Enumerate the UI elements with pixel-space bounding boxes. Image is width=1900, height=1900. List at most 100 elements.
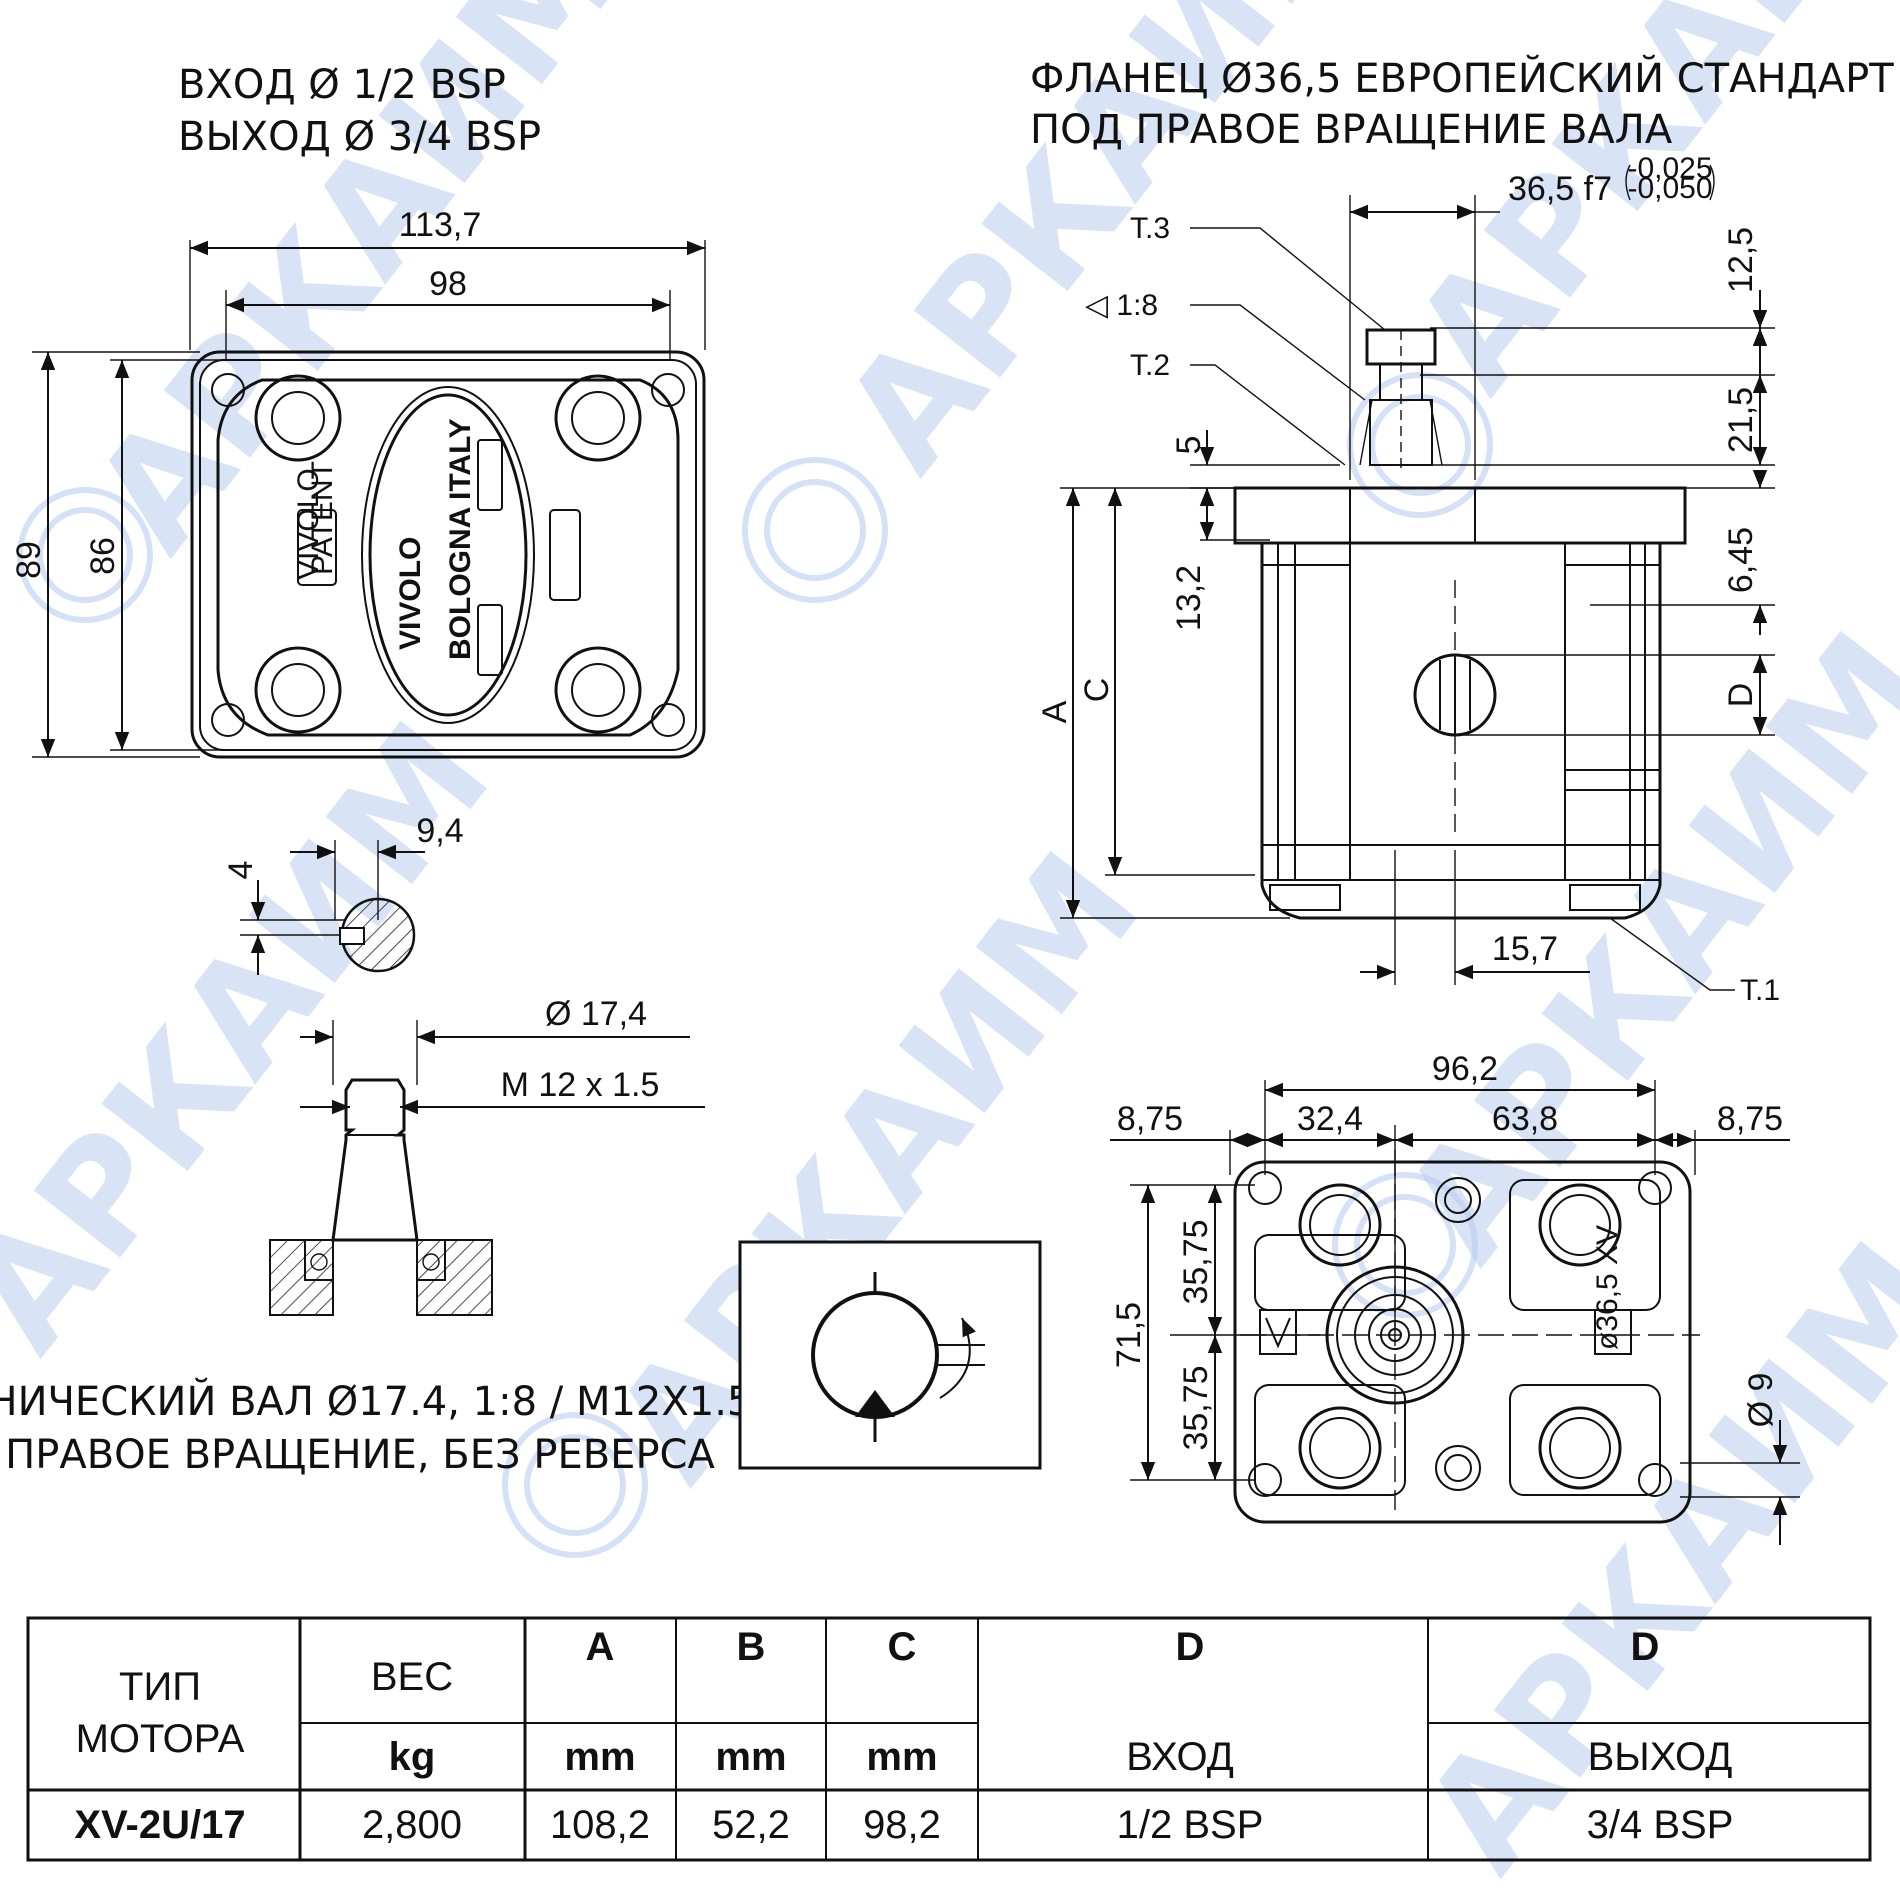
front-plate-left [1259, 1309, 1297, 1355]
label-d: D [1722, 683, 1760, 708]
dim-height-inner: 86 [84, 537, 122, 575]
front-bolts [1298, 1183, 1622, 1490]
flow-triangle [855, 1390, 895, 1417]
top-view: 113,7 98 89 86 VIVOLO BOLOGNA ITALY VI [10, 206, 706, 759]
dim-35-75-top: 35,75 [1177, 1219, 1215, 1304]
front-plate-text: ø36,5 XV [1591, 1225, 1624, 1350]
dim-5: 5 [1170, 436, 1208, 455]
dim-6-45: 6,45 [1722, 527, 1760, 593]
shaft-note-line2: ПРАВОЕ ВРАЩЕНИЕ, БЕЗ РЕВЕРСА [5, 1432, 715, 1478]
front-plate-right [1594, 1309, 1632, 1355]
unit-d-out: ВЫХОД [1588, 1735, 1733, 1779]
watermark-logo-inner [37, 507, 133, 603]
watermark-logo [1332, 1172, 1478, 1318]
dim-63-8: 63,8 [1492, 1100, 1558, 1138]
dim-71-5: 71,5 [1110, 1302, 1148, 1368]
header-b: B [737, 1625, 766, 1669]
label-t2: T.2 [1130, 349, 1170, 382]
pump-body-outline [216, 378, 680, 737]
unit-c: mm [866, 1735, 937, 1779]
dim-35-75-bottom: 35,75 [1177, 1365, 1215, 1450]
dim-21-5: 21,5 [1722, 387, 1760, 453]
header-type-line2: МОТОРА [76, 1717, 245, 1761]
dim-key-width: 9,4 [416, 812, 463, 850]
cell-weight: 2,800 [362, 1803, 462, 1847]
motor-body [1260, 543, 1662, 920]
side-view: 36,5 f7 -0,025 -0,050 T.3 ◁ 1:8 T.2 12,5… [1036, 152, 1780, 1007]
shaft-note-line1: КОНИЧЕСКИЙ ВАЛ Ø17.4, 1:8 / M12X1.5 [0, 1377, 752, 1425]
tolerance-upper: -0,025 [1627, 152, 1712, 185]
unit-b: mm [715, 1735, 786, 1779]
dim-96-2: 96,2 [1432, 1050, 1498, 1088]
brand-logo: VIVOLO [394, 537, 427, 650]
dim-15-7: 15,7 [1492, 930, 1558, 968]
label-t1: T.1 [1740, 974, 1780, 1007]
brand-country: ITALY [444, 418, 477, 500]
front-view: 96,2 8,75 32,4 63,8 8,75 71,5 35,75 35,7… [1110, 1050, 1800, 1545]
dim-13-2: 13,2 [1170, 565, 1208, 631]
unit-d-in: ВХОД [1126, 1735, 1234, 1779]
shaft-view: Ø 17,4 M 12 x 1.5 [269, 995, 705, 1316]
cell-type: XV-2U/17 [74, 1803, 245, 1847]
spec-table: ТИП МОТОРА ВЕС A B C D D kg mm mm mm ВХО… [26, 1616, 1872, 1862]
flange-note-line1: ФЛАНЕЦ Ø36,5 ЕВРОПЕЙСКИЙ СТАНДАРТ [1030, 54, 1894, 102]
mounting-hole [651, 703, 685, 737]
dim-8-75-right: 8,75 [1717, 1100, 1783, 1138]
cell-b: 52,2 [712, 1803, 790, 1847]
dim-8-75-left: 8,75 [1117, 1100, 1183, 1138]
dim-height-outer: 89 [10, 541, 48, 579]
mounting-hole [1248, 1171, 1282, 1205]
direction-plate [549, 509, 581, 601]
ports-note-line1: ВХОД Ø 1/2 BSP [178, 62, 506, 108]
tolerance-lower: -0,050 [1627, 172, 1712, 205]
dim-width-outer: 113,7 [399, 206, 482, 244]
leader-t1 [1609, 917, 1735, 991]
watermark-logo-inner [1369, 394, 1471, 496]
dim-shaft-diameter: Ø 17,4 [545, 995, 647, 1033]
watermark-logo [17, 487, 153, 623]
watermark-logo-inner [764, 479, 866, 581]
front-flange [1233, 1160, 1692, 1524]
mounting-flange-outline [190, 350, 706, 759]
hydraulic-motor-symbol [738, 1240, 1042, 1470]
cell-c: 98,2 [863, 1803, 941, 1847]
key-slot [339, 927, 365, 945]
patent-brand: VIVOLO [292, 468, 325, 580]
mounting-hole [1248, 1463, 1282, 1497]
dim-thread: M 12 x 1.5 [501, 1066, 660, 1104]
symbol-frame [738, 1240, 1042, 1470]
watermark-logo [502, 1412, 648, 1558]
dim-width-inner: 98 [429, 265, 467, 303]
cell-a: 108,2 [550, 1803, 650, 1847]
dim-flange-fit: 36,5 f7 [1508, 170, 1612, 208]
unit-weight: kg [389, 1735, 436, 1779]
dim-hole: Ø 9 [1742, 1373, 1780, 1428]
watermark-text: АРКАИМ [1391, 1212, 1900, 1900]
cell-d-in: 1/2 BSP [1117, 1803, 1264, 1847]
header-d-out: D [1631, 1625, 1660, 1669]
patent-label: PATENT [306, 461, 339, 575]
header-a: A [586, 1625, 615, 1669]
label-c: C [1078, 678, 1116, 703]
mounting-hole [1638, 1171, 1672, 1205]
mounting-flange [1233, 486, 1687, 545]
cell-d-out: 3/4 BSP [1587, 1803, 1734, 1847]
header-d-in: D [1176, 1625, 1205, 1669]
key-view: 4 9,4 [222, 812, 464, 975]
watermark-logo-inner [524, 1434, 626, 1536]
ports-note-line2: ВЫХОД Ø 3/4 BSP [178, 114, 541, 160]
brand-city: BOLOGNA [444, 507, 477, 660]
unit-a: mm [564, 1735, 635, 1779]
dim-32-4: 32,4 [1297, 1100, 1363, 1138]
watermark-logo [742, 457, 888, 603]
bolt-heads [254, 374, 642, 734]
tapered-shaft [331, 1078, 419, 1242]
header-weight: ВЕС [371, 1655, 453, 1699]
dim-key-depth: 4 [222, 861, 260, 880]
mounting-hole [1638, 1463, 1672, 1497]
label-a: A [1036, 700, 1074, 723]
label-taper: ◁ 1:8 [1085, 289, 1158, 322]
label-t3: T.3 [1130, 212, 1170, 245]
